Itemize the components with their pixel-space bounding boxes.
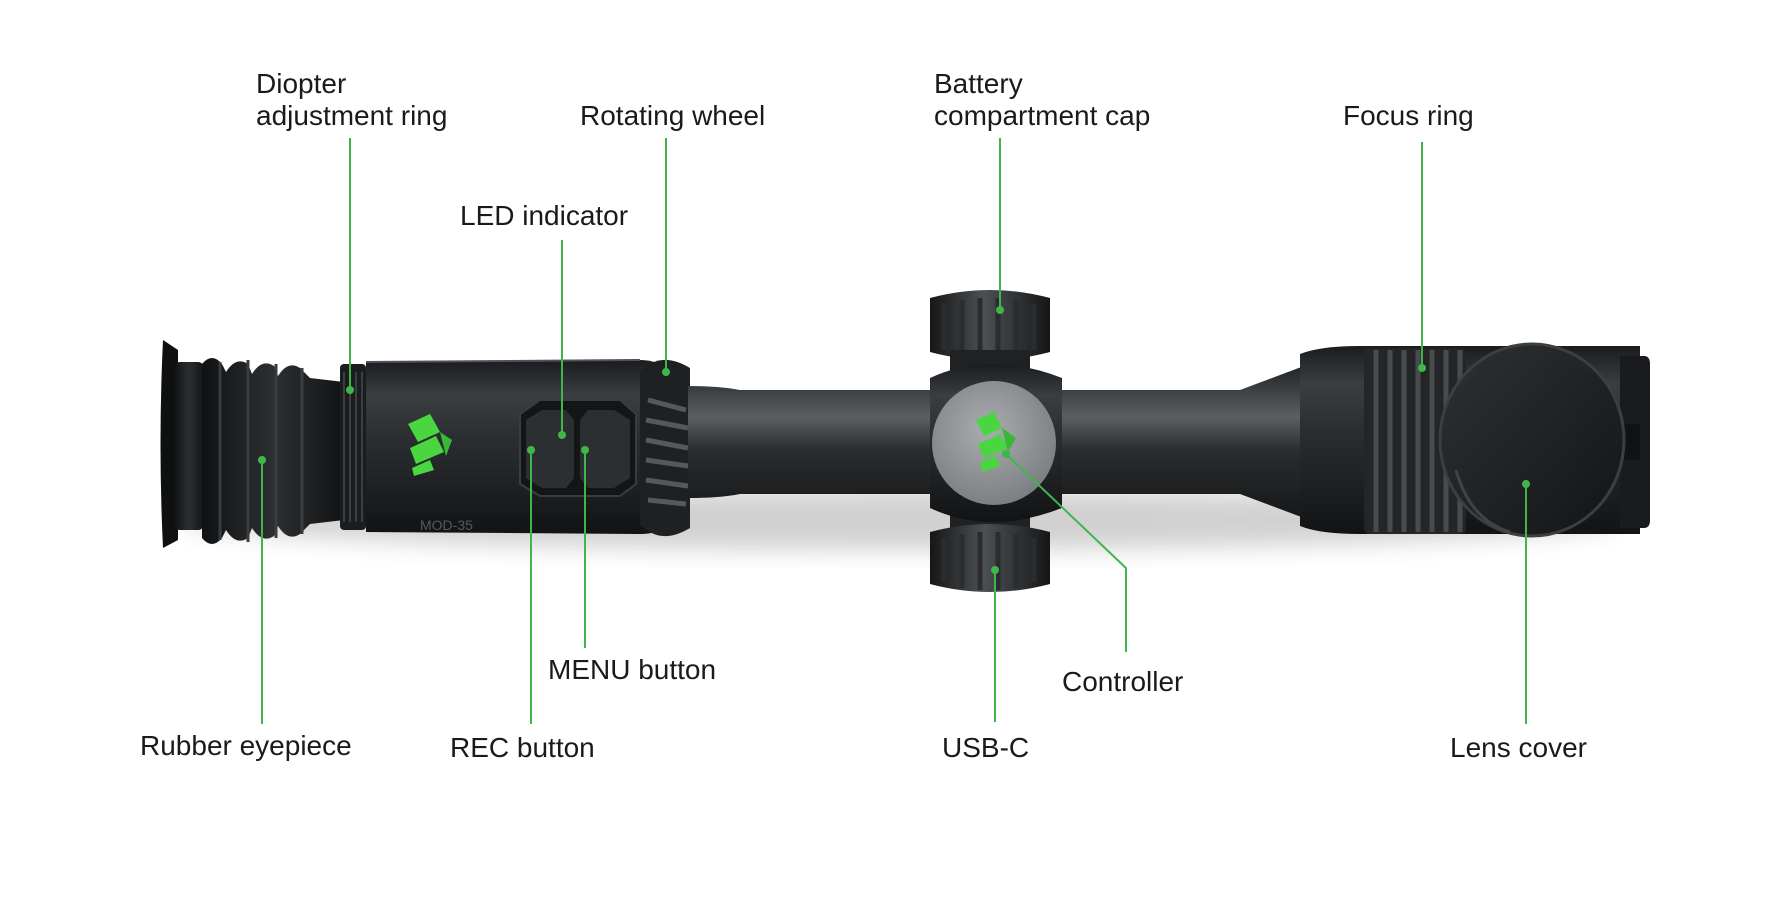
leader-menu-button <box>581 446 589 648</box>
menu-button-graphic <box>580 410 630 488</box>
label-menu-button: MENU button <box>548 654 717 685</box>
leader-controller <box>1002 450 1127 652</box>
leader-rotating-wheel <box>662 138 670 376</box>
rotating-wheel <box>640 359 690 537</box>
label-diopter-ring: Diopter adjustment ring <box>256 68 447 132</box>
button-panel <box>519 399 637 497</box>
label-battery-cap-line1: Battery <box>934 68 1023 99</box>
label-battery-cap: Battery compartment cap <box>934 68 1150 132</box>
leader-rec-button <box>527 446 535 724</box>
label-led-indicator: LED indicator <box>460 200 629 231</box>
leader-rubber-eyepiece <box>258 456 266 724</box>
leader-diopter-ring <box>346 138 354 394</box>
leader-led-indicator <box>558 240 566 439</box>
leader-battery-cap <box>996 138 1004 314</box>
label-lens-cover: Lens cover <box>1450 732 1587 763</box>
svg-text:MOD-35: MOD-35 <box>420 517 473 533</box>
label-usb-c: USB-C <box>942 732 1030 763</box>
battery-cap-turret <box>930 290 1050 374</box>
rubber-eyepiece <box>160 340 344 548</box>
label-focus-ring: Focus ring <box>1343 100 1474 131</box>
label-controller: Controller <box>1062 666 1184 697</box>
label-rubber-eyepiece: Rubber eyepiece <box>140 730 352 761</box>
label-rotating-wheel: Rotating wheel <box>580 100 766 131</box>
thermal-scope: MOD-35 <box>160 290 1650 592</box>
leader-usb-c <box>991 566 999 722</box>
label-battery-cap-line2: compartment cap <box>934 100 1151 131</box>
controller-cap <box>932 381 1056 505</box>
label-rec-button: REC button <box>450 732 595 763</box>
diopter-ring <box>340 364 366 530</box>
label-diopter-ring-line2: adjustment ring <box>256 100 448 131</box>
focus-ring <box>1364 348 1466 534</box>
brand-logo-body <box>408 414 452 476</box>
lens-cover <box>1438 342 1650 538</box>
label-diopter-ring-line1: Diopter <box>256 68 347 99</box>
leader-lines <box>258 138 1530 724</box>
leader-lens-cover <box>1522 480 1530 724</box>
leader-focus-ring <box>1418 142 1426 372</box>
